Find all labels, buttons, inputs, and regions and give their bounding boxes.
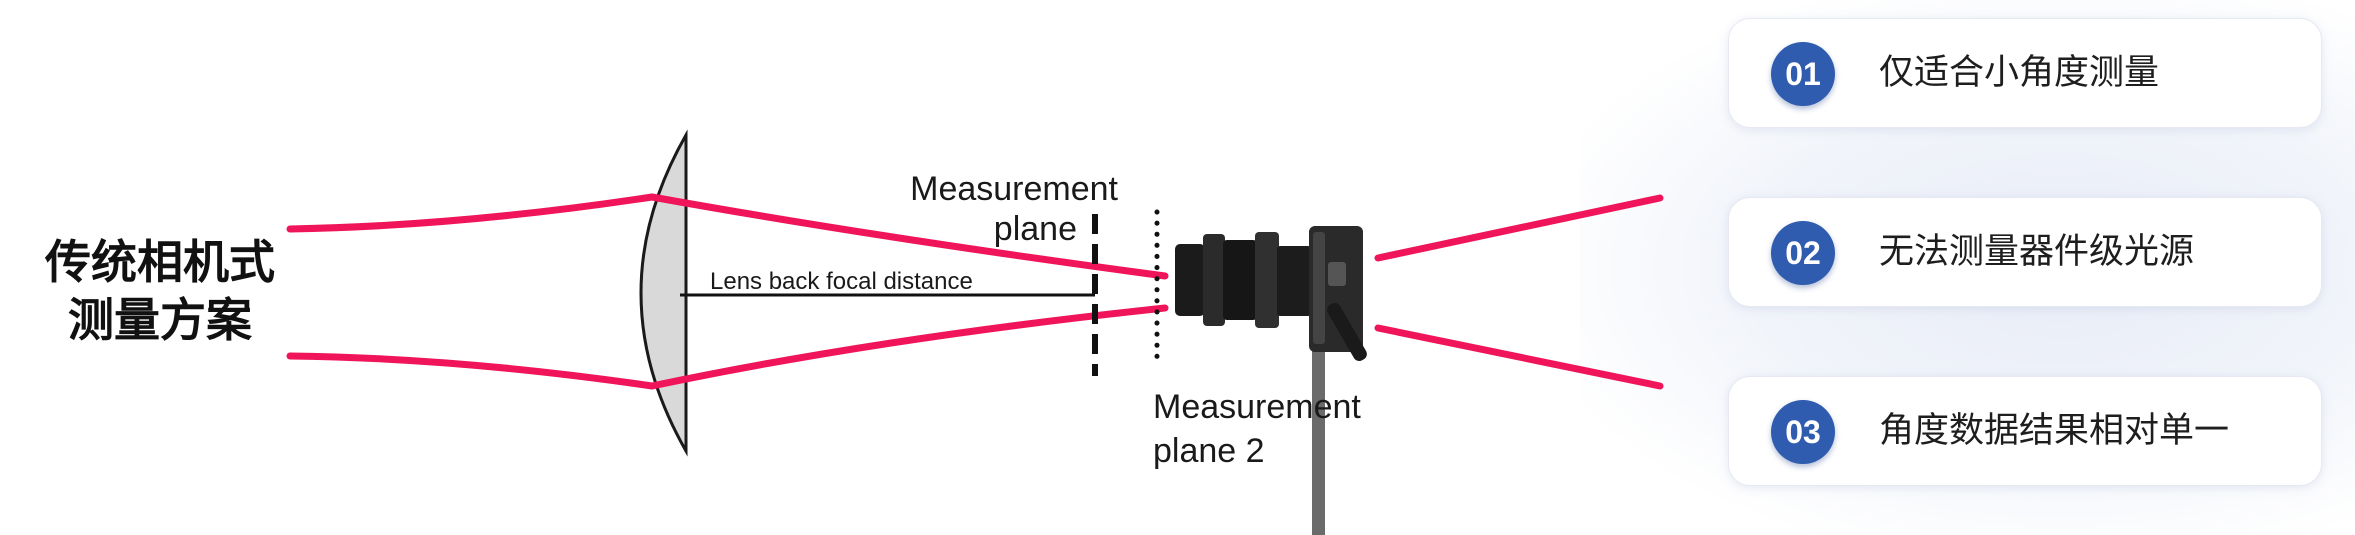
- camera-lens-ring-1: [1203, 234, 1225, 326]
- beam-lower-left: [286, 352, 656, 390]
- camera: [1175, 226, 1367, 535]
- beam-upper-right: [1374, 194, 1664, 262]
- camera-stand: [1312, 325, 1325, 535]
- card-number-badge: 01: [1771, 42, 1835, 106]
- camera-cable: [1327, 302, 1367, 362]
- limitation-card-1: 01 仅适合小角度测量: [1728, 18, 2322, 128]
- limitation-card-2: 02 无法测量器件级光源: [1728, 197, 2322, 307]
- card-text: 仅适合小角度测量: [1879, 53, 2160, 93]
- scheme-title-line1: 传统相机式: [45, 235, 275, 289]
- camera-body-highlight: [1313, 232, 1325, 344]
- camera-connector: [1328, 262, 1346, 286]
- beam-upper-middle: [648, 193, 1169, 280]
- camera-lens-ring-4: [1277, 246, 1311, 316]
- beam-lower-right: [1374, 324, 1664, 390]
- card-text: 无法测量器件级光源: [1879, 232, 2195, 272]
- card-number-badge: 03: [1771, 400, 1835, 464]
- card-number-badge: 02: [1771, 221, 1835, 285]
- beam-lower-middle: [648, 304, 1169, 390]
- card-text: 角度数据结果相对单一: [1879, 411, 2230, 451]
- scheme-title-line2: 测量方案: [68, 293, 252, 347]
- lens: [639, 129, 688, 457]
- camera-lens-front: [1175, 244, 1205, 316]
- measurement-plane-label-line2: plane: [994, 210, 1077, 248]
- camera-lens-ring-2: [1223, 240, 1257, 320]
- measurement-plane2-label-line2: plane 2: [1153, 432, 1265, 470]
- beam-upper-left: [286, 193, 656, 233]
- measurement-plane2-label-line1: Measurement: [1153, 388, 1361, 426]
- limitation-card-3: 03 角度数据结果相对单一: [1728, 376, 2322, 486]
- measurement-plane-label-line1: Measurement: [910, 170, 1118, 208]
- lens-back-focal-label: Lens back focal distance: [710, 268, 973, 295]
- camera-lens-ring-3: [1255, 232, 1279, 328]
